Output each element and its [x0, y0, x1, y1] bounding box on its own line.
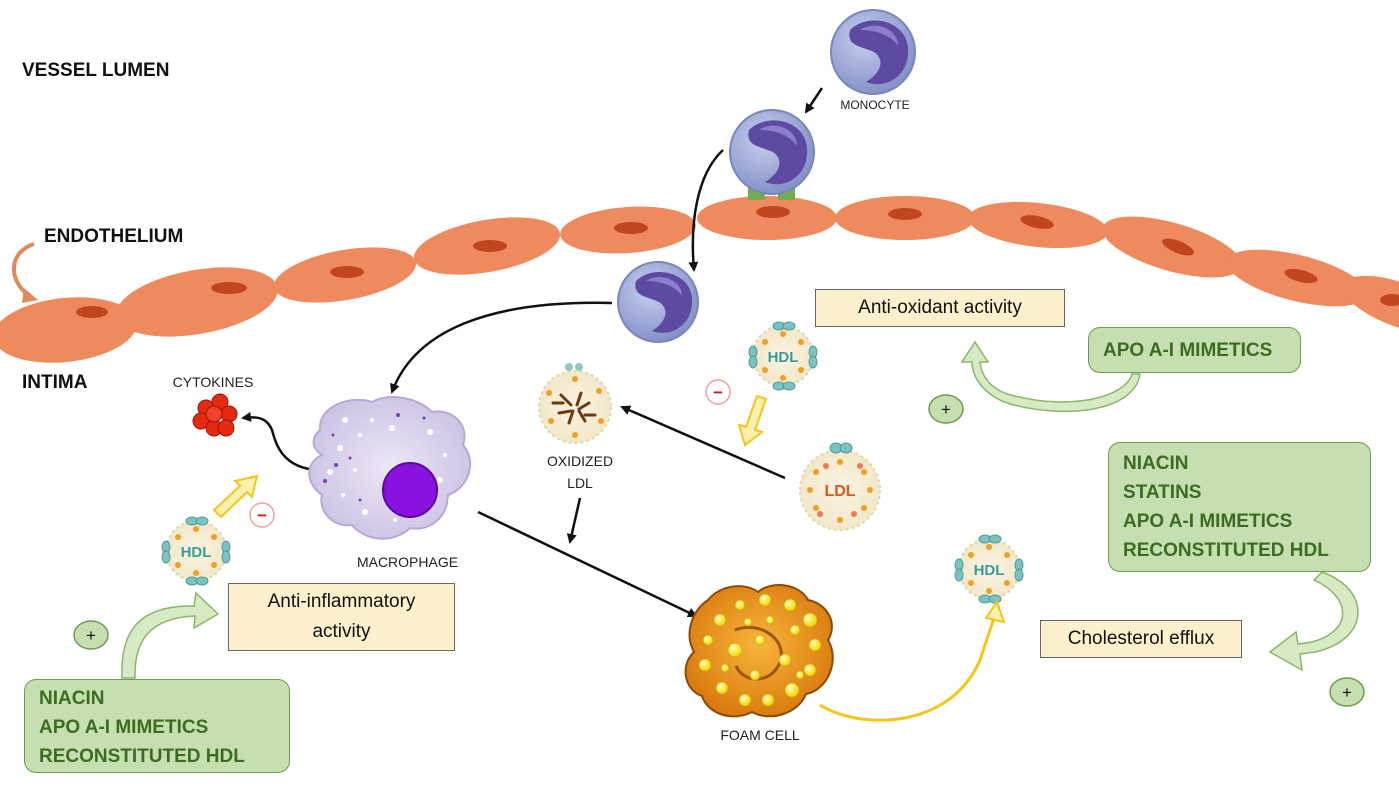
anti-inflammatory-activity-box: Anti-inflammatory activity: [228, 583, 455, 651]
anti-oxidant-activity-box: Anti-oxidant activity: [815, 289, 1065, 327]
endothelial-cell: [413, 217, 561, 275]
ldl-particle: LDL: [799, 442, 881, 531]
anti-inflammatory-line2: activity: [312, 621, 371, 642]
hdl-particle-antioxidant: HDL: [748, 321, 818, 391]
svg-text:+: +: [86, 626, 96, 645]
hdl-label: HDL: [974, 562, 1005, 579]
hdl-particle-antiinflammatory: HDL: [161, 516, 231, 586]
arrow-oxidized-ldl-to-foam-cell: [566, 497, 582, 544]
endothelial-cell: [697, 196, 837, 240]
foam-cell: [684, 584, 834, 718]
efflux-arrow-foam-to-hdl: [819, 611, 998, 722]
therapy-item: RECONSTITUTED HDL: [1123, 540, 1329, 561]
monocyte-label: MONOCYTE: [840, 98, 910, 112]
arrow-ldl-to-oxidized-ldl: [620, 405, 786, 480]
macrophage-nucleus: [382, 462, 438, 518]
therapy-item: NIACIN: [39, 688, 105, 709]
therapy-box-middle-right: NIACIN STATINS APO A-I MIMETICS RECONSTI…: [1108, 442, 1371, 572]
oxidized-ldl-label-line2: LDL: [567, 475, 593, 491]
intima-label: INTIMA: [22, 372, 88, 393]
efflux-arrowhead: [984, 599, 1006, 624]
therapy-item: RECONSTITUTED HDL: [39, 746, 245, 767]
vessel-lumen-label: VESSEL LUMEN: [22, 60, 170, 81]
endothelial-cell: [560, 206, 696, 254]
inhibition-arrow-hdl-to-ldl: [737, 394, 768, 447]
svg-text:+: +: [1342, 683, 1352, 702]
svg-text:−: −: [257, 506, 267, 525]
therapy-box-bottom-left: NIACIN APO A-I MIMETICS RECONSTITUTED HD…: [24, 679, 290, 773]
arrow-transmigration: [688, 149, 724, 272]
endothelial-cell: [1102, 216, 1242, 278]
ldl-label: LDL: [824, 483, 855, 500]
plus-sign-left: +: [73, 620, 109, 650]
therapy-item: STATINS: [1123, 482, 1202, 503]
arrow-monocyte-to-macrophage: [390, 301, 613, 394]
cytokines-cluster: [192, 393, 238, 437]
stimulation-arrow-middle-right: [1268, 571, 1359, 672]
arrow-monocyte-to-adhesion: [804, 87, 824, 114]
transmigrated-monocyte-cell: [617, 261, 699, 343]
therapy-item: APO A-I MIMETICS: [1103, 340, 1273, 361]
cytokines-label: CYTOKINES: [172, 374, 254, 390]
therapy-item: APO A-I MIMETICS: [1123, 511, 1293, 532]
therapy-item: APO A-I MIMETICS: [39, 717, 209, 738]
svg-text:−: −: [713, 383, 723, 402]
oxidized-ldl-label: OXIDIZED LDL: [530, 450, 630, 494]
hdl-label: HDL: [768, 349, 799, 366]
endothelial-cell: [116, 267, 278, 337]
endothelial-cell: [835, 196, 975, 240]
cholesterol-efflux-box: Cholesterol efflux: [1040, 620, 1242, 658]
macrophage-label: MACROPHAGE: [356, 554, 459, 570]
svg-text:+: +: [941, 400, 951, 419]
endothelial-cell: [968, 201, 1108, 249]
foam-cell-label: FOAM CELL: [720, 727, 800, 743]
minus-sign-ldl: −: [705, 379, 731, 405]
endothelial-cell: [1226, 249, 1368, 307]
hdl-label: HDL: [181, 544, 212, 561]
stimulation-arrow-bottom-left: [121, 591, 220, 679]
plus-sign-top-right: +: [928, 394, 964, 424]
hdl-particle-efflux: HDL: [954, 534, 1024, 604]
endothelium-pointer-arrowhead: [22, 288, 38, 303]
plus-sign-bottom-right: +: [1329, 677, 1365, 707]
pathway-arrows: [241, 87, 824, 618]
oxidized-ldl-label-line1: OXIDIZED: [546, 453, 614, 469]
arrow-macrophage-to-cytokines: [241, 411, 319, 472]
endothelial-cell: [1343, 275, 1399, 335]
anti-inflammatory-line1: Anti-inflammatory: [267, 591, 416, 612]
oxidized-ldl-particle: [538, 363, 612, 444]
adhering-monocyte-cell: [729, 109, 815, 200]
minus-sign-cytokines: −: [249, 502, 275, 528]
macrophage-cell: [308, 396, 472, 540]
monocyte-cell: [830, 9, 916, 95]
therapy-item: NIACIN: [1123, 453, 1189, 474]
endothelium-layer: [0, 196, 1399, 363]
therapy-box-top-right: APO A-I MIMETICS: [1088, 327, 1301, 373]
stimulation-arrow-top-right: [960, 340, 1141, 413]
inhibition-arrow-hdl-to-cytokines: [212, 474, 259, 519]
arrow-macrophage-to-foam-cell: [477, 510, 698, 618]
endothelial-cell: [273, 247, 417, 303]
endothelial-cell: [0, 297, 137, 363]
endothelium-label: ENDOTHELIUM: [44, 226, 184, 247]
